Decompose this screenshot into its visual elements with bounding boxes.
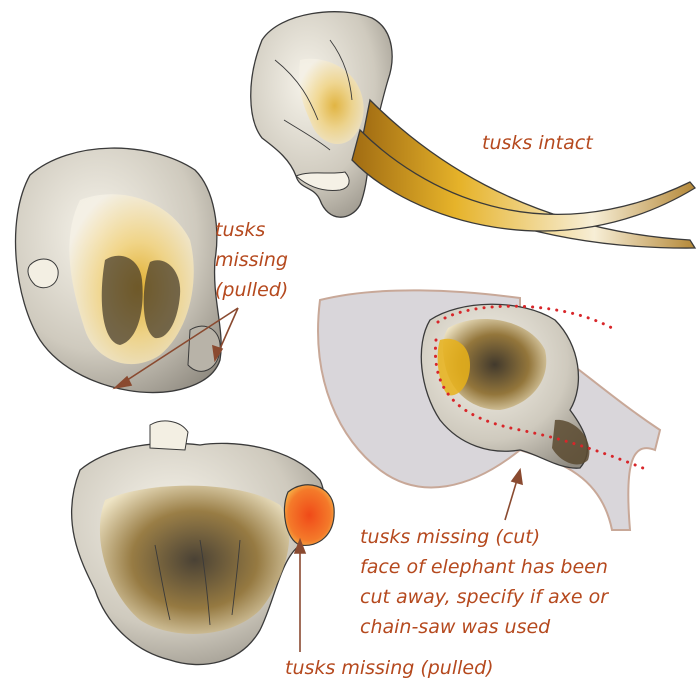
elephant-skull-side-icon bbox=[250, 11, 697, 249]
label-line: face of elephant has been bbox=[360, 556, 608, 578]
label-line: cut away, specify if axe or bbox=[360, 586, 609, 608]
elephant-skull-front-icon bbox=[14, 147, 222, 394]
arrow-pulled-top-left bbox=[114, 307, 239, 389]
arrows bbox=[112, 307, 523, 652]
label-tusks-missing-pulled-bottom: tusks missing (pulled) bbox=[285, 657, 494, 679]
label-tusks-missing-cut: tusks missing (cut) face of elephant has… bbox=[360, 522, 608, 642]
label-line: tusks missing (cut) bbox=[360, 526, 541, 548]
label-line: missing bbox=[215, 249, 288, 271]
label-line: tusks bbox=[215, 219, 266, 241]
label-line: (pulled) bbox=[215, 279, 289, 301]
label-tusks-intact: tusks intact bbox=[482, 132, 593, 154]
label-line: chain-saw was used bbox=[360, 616, 551, 638]
elephant-skull-bottom-icon bbox=[71, 420, 335, 666]
elephant-head-silhouette-icon bbox=[317, 289, 662, 531]
label-tusks-missing-pulled-top: tusks missing (pulled) bbox=[215, 215, 288, 305]
